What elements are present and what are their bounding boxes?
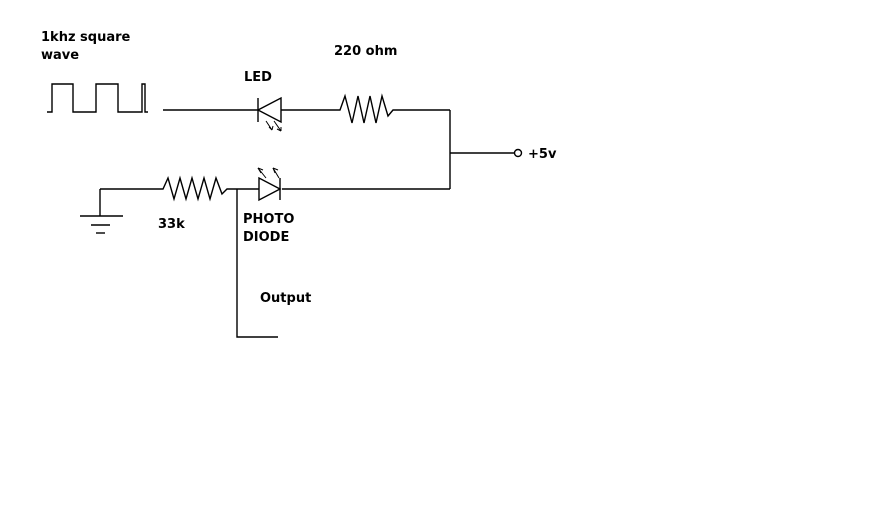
source-label-line2: wave [41,48,80,63]
led-icon [256,96,330,132]
photodiode-label-line1: PHOTO [243,212,295,227]
source-label-line1: 1khz square [41,30,131,45]
resistor-220-icon [330,93,450,124]
led-label: LED [244,70,272,85]
terminal-circle-icon [513,148,523,158]
output-label: Output [260,291,312,306]
wire-output [236,189,278,338]
resistor-33k-label: 33k [158,217,185,232]
supply-label: +5v [528,147,557,162]
photodiode-icon [237,167,282,202]
square-wave-icon [47,83,148,113]
resistor-33k-icon [100,175,237,202]
ground-icon [80,189,123,234]
photodiode-label-line2: DIODE [243,230,290,245]
resistor-220-label: 220 ohm [334,44,398,59]
